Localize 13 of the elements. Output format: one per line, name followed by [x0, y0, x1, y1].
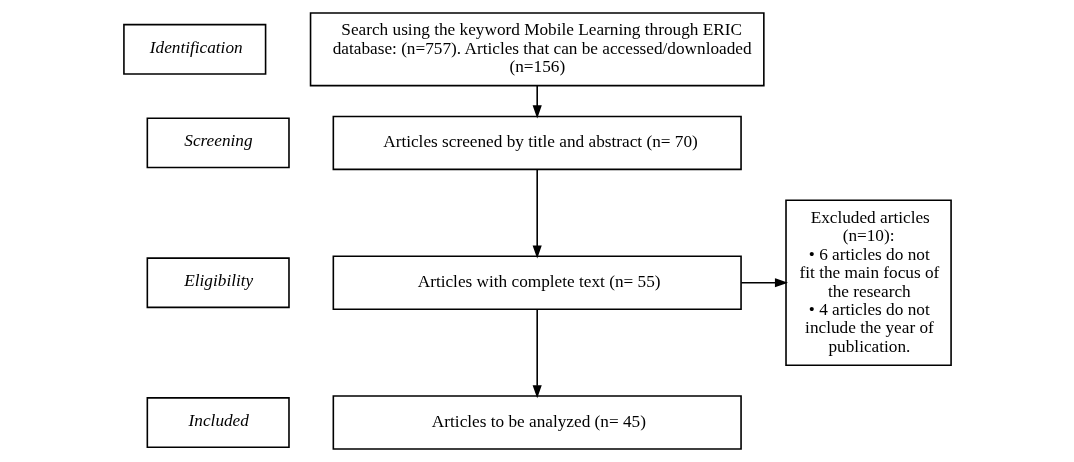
- node-box: Articles to be analyzed (n= 45): [332, 395, 742, 450]
- node-box: Included: [146, 397, 290, 448]
- node-box: Search using the keyword Mobile Learning through ERIC database: (n=757). Articles that can be accessed/downloaded (n=156): [309, 12, 765, 87]
- arrow: [532, 85, 542, 119]
- node-box: Identification: [122, 23, 266, 75]
- arrow: [532, 168, 542, 259]
- node-box: Screening: [146, 117, 290, 169]
- node-box: Eligibility: [146, 257, 290, 309]
- arrow: [532, 308, 542, 399]
- node-box: Excluded articles (n=10): • 6 articles do not fit the main focus of the research • 4 articles do not include the year of publication.: [784, 199, 952, 367]
- arrow: [740, 278, 788, 288]
- node-box: Articles screened by title and abstract (n= 70): [332, 115, 742, 171]
- node-box: Articles with complete text (n= 55): [332, 255, 742, 311]
